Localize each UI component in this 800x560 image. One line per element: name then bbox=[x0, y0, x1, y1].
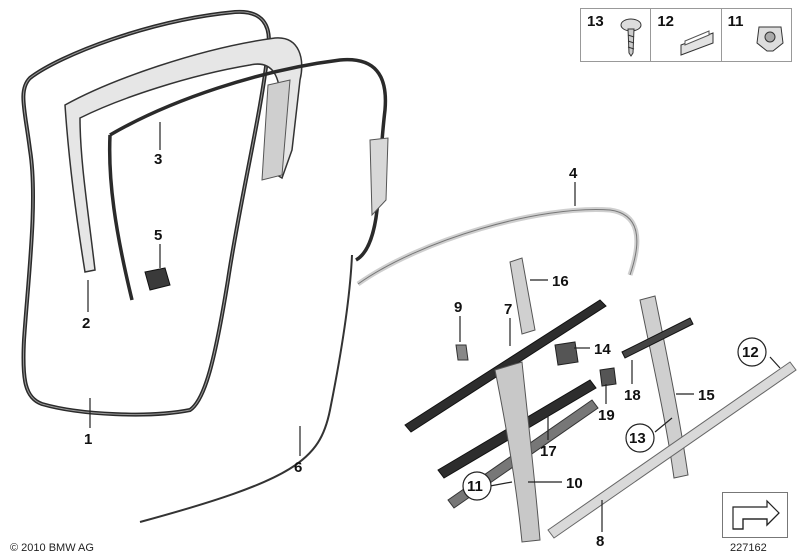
legend-item-11: 11 bbox=[722, 9, 791, 61]
pillar-strip-upper bbox=[509, 257, 536, 335]
clip-14 bbox=[554, 341, 579, 366]
callout-11-circle bbox=[462, 471, 492, 501]
callout-10: 10 bbox=[566, 475, 583, 492]
callout-5: 5 bbox=[154, 227, 162, 244]
callout-12: 12 bbox=[742, 344, 759, 361]
callout-4: 4 bbox=[569, 165, 578, 182]
screw-icon bbox=[616, 17, 646, 62]
page-arrow-icon bbox=[722, 492, 788, 538]
callout-14: 14 bbox=[594, 341, 611, 358]
clip-9 bbox=[455, 344, 469, 361]
window-frame-trim bbox=[64, 37, 303, 273]
callout-15: 15 bbox=[698, 387, 715, 404]
callout-1: 1 bbox=[84, 431, 92, 448]
clip-19 bbox=[599, 367, 617, 387]
clip-icon bbox=[677, 17, 717, 62]
callout-17: 17 bbox=[540, 443, 557, 460]
fastener-legend: 13 12 11 bbox=[580, 8, 792, 62]
callout-3: 3 bbox=[154, 151, 162, 168]
callout-11: 11 bbox=[467, 478, 483, 495]
arched-trim bbox=[356, 207, 640, 287]
clamp-icon bbox=[753, 17, 787, 62]
legend-item-12: 12 bbox=[651, 9, 722, 62]
short-strip bbox=[621, 317, 694, 359]
callout-18: 18 bbox=[624, 387, 641, 404]
legend-number: 13 bbox=[587, 13, 604, 30]
callout-12-circle bbox=[737, 337, 767, 367]
small-clip bbox=[144, 267, 171, 291]
reference-number: 227162 bbox=[730, 542, 767, 554]
callout-2: 2 bbox=[82, 315, 90, 332]
pillar-trim bbox=[494, 361, 541, 543]
legend-number: 12 bbox=[657, 13, 675, 30]
callout-8: 8 bbox=[596, 533, 604, 550]
callout-13: 13 bbox=[629, 430, 646, 447]
legend-number: 11 bbox=[727, 13, 744, 30]
callout-19: 19 bbox=[598, 407, 615, 424]
belt-molding-upper bbox=[404, 299, 607, 433]
window-channel-seal bbox=[109, 57, 388, 262]
callout-13-circle bbox=[625, 423, 655, 453]
copyright-text: © 2010 BMW AG bbox=[10, 542, 94, 554]
callout-9: 9 bbox=[454, 299, 462, 316]
callout-6: 6 bbox=[294, 459, 302, 476]
sill-trim bbox=[547, 361, 797, 539]
legend-item-13: 13 bbox=[581, 9, 652, 62]
callout-7: 7 bbox=[504, 301, 512, 318]
cord-seal bbox=[139, 254, 353, 523]
callout-16: 16 bbox=[552, 273, 569, 290]
